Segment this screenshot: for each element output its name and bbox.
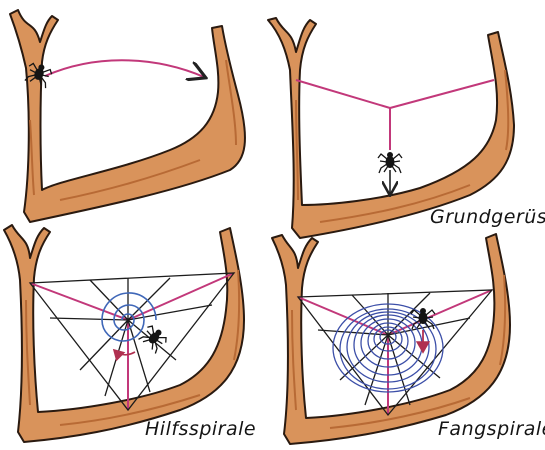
panel-1: [10, 10, 245, 222]
panel-2: [268, 18, 514, 238]
branch: [10, 10, 245, 222]
caption-grundgeruest: Grundgerüst: [430, 206, 545, 228]
panel-3: [4, 225, 244, 442]
frame-thread: [45, 60, 204, 77]
caption-fangspirale: Fangspirale: [438, 418, 545, 440]
panel-4: [272, 234, 510, 444]
caption-hilfsspirale: Hilfsspirale: [145, 418, 256, 440]
frame-threads: [296, 80, 494, 150]
branch: [272, 234, 510, 444]
spider-icon: [378, 152, 402, 173]
